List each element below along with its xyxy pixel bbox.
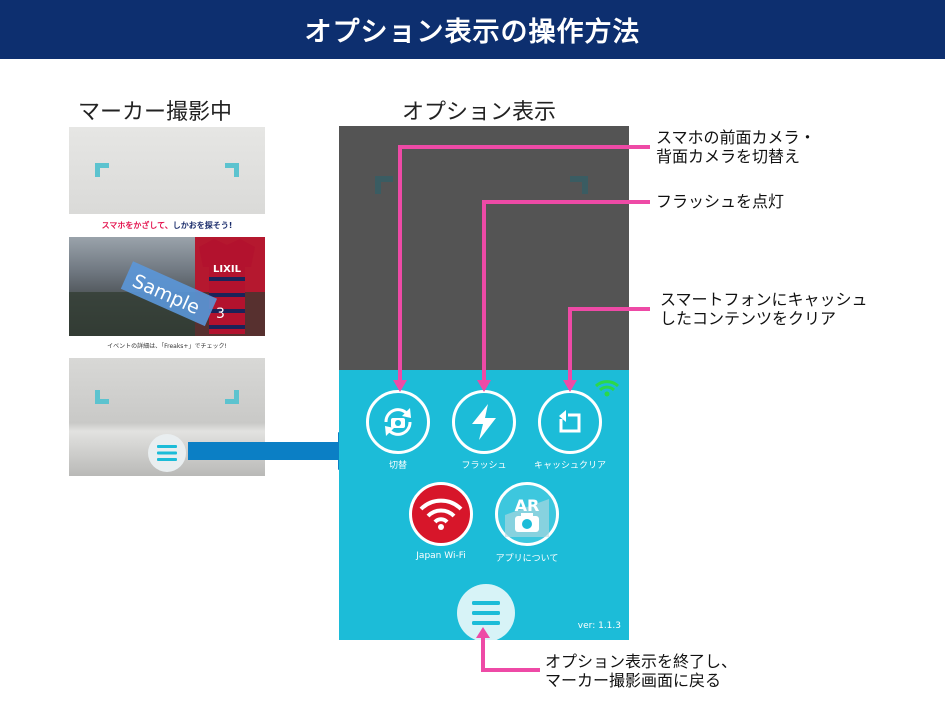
flyer-footer: イベントの詳細は、「Freaks+」でチェック!: [107, 343, 227, 350]
japan-wifi-button[interactable]: [409, 482, 473, 546]
scan-frame-corner: [375, 176, 393, 194]
option-display-screen: 切替 フラッシュ キャッシュクリア: [339, 126, 629, 640]
scan-frame-corner: [225, 163, 239, 177]
annotation-line: したコンテンツをクリア: [660, 309, 837, 328]
about-app-label: アプリについて: [495, 554, 559, 564]
annotation-close-option: オプション表示を終了し、 マーカー撮影画面に戻る: [545, 652, 737, 690]
about-app-button[interactable]: AR: [495, 482, 559, 546]
flash-button[interactable]: [452, 390, 516, 454]
flash-icon: [472, 404, 496, 440]
flyer-headline-navy: しかおを探そう!: [172, 221, 233, 230]
scan-frame-corner: [225, 390, 239, 404]
scan-frame-corner: [95, 390, 109, 404]
annotation-line: 背面カメラを切替え: [656, 147, 801, 166]
flyer-photo: LIXIL 3 Sample: [69, 237, 265, 336]
jersey-number: 3: [216, 306, 225, 322]
cache-clear-icon: [558, 410, 581, 433]
camera-switch-label: 切替: [388, 461, 407, 471]
left-section-label: マーカー撮影中: [78, 100, 233, 125]
flyer-headline: スマホをかざして、しかおを探そう!: [69, 220, 265, 231]
cache-clear-label: キャッシュクリア: [533, 461, 606, 471]
menu-close-button[interactable]: [457, 584, 515, 640]
annotation-line: フラッシュを点灯: [656, 192, 785, 211]
camera-view: [339, 126, 629, 370]
scan-frame-corner: [95, 163, 109, 177]
annotation-line: マーカー撮影画面に戻る: [545, 671, 722, 690]
right-section-label: オプション表示: [402, 100, 557, 125]
menu-button[interactable]: [148, 434, 186, 472]
flyer-headline-pink: スマホをかざして、: [101, 221, 173, 230]
annotation-line: オプション表示を終了し、: [545, 652, 738, 671]
cache-clear-button[interactable]: [538, 390, 602, 454]
marker-flyer: スマホをかざして、しかおを探そう! LIXIL 3 Sample: [69, 214, 265, 358]
camera-switch-button[interactable]: [366, 390, 430, 454]
annotation-cache-clear: スマートフォンにキャッシュ したコンテンツをクリア: [660, 290, 868, 328]
version-label: ver: 1.1.3: [577, 621, 621, 631]
annotation-line: スマートフォンにキャッシュ: [660, 290, 868, 309]
annotation-flash: フラッシュを点灯: [656, 192, 784, 211]
jersey-illustration: LIXIL 3 Sample: [69, 239, 265, 336]
ar-badge: AR: [515, 496, 540, 515]
wifi-status-icon: [594, 380, 620, 397]
camera-switch-icon: [384, 408, 412, 436]
annotation-camera-switch: スマホの前面カメラ・ 背面カメラを切替え: [656, 128, 816, 166]
ar-camera-icon: AR: [505, 496, 549, 537]
menu-icon: [472, 601, 500, 625]
flash-label: フラッシュ: [461, 461, 507, 471]
annotation-line: スマホの前面カメラ・: [656, 128, 816, 147]
japan-wifi-label: Japan Wi-Fi: [416, 551, 466, 561]
marker-capture-screen: スマホをかざして、しかおを探そう! LIXIL 3 Sample: [69, 127, 265, 476]
japan-wifi-icon: [419, 498, 463, 530]
menu-icon: [157, 445, 177, 461]
camera-view-top: [69, 127, 265, 214]
scan-frame-corner: [570, 176, 588, 194]
jersey-text: LIXIL: [213, 264, 242, 275]
slide-title: オプション表示の操作方法: [0, 0, 945, 59]
